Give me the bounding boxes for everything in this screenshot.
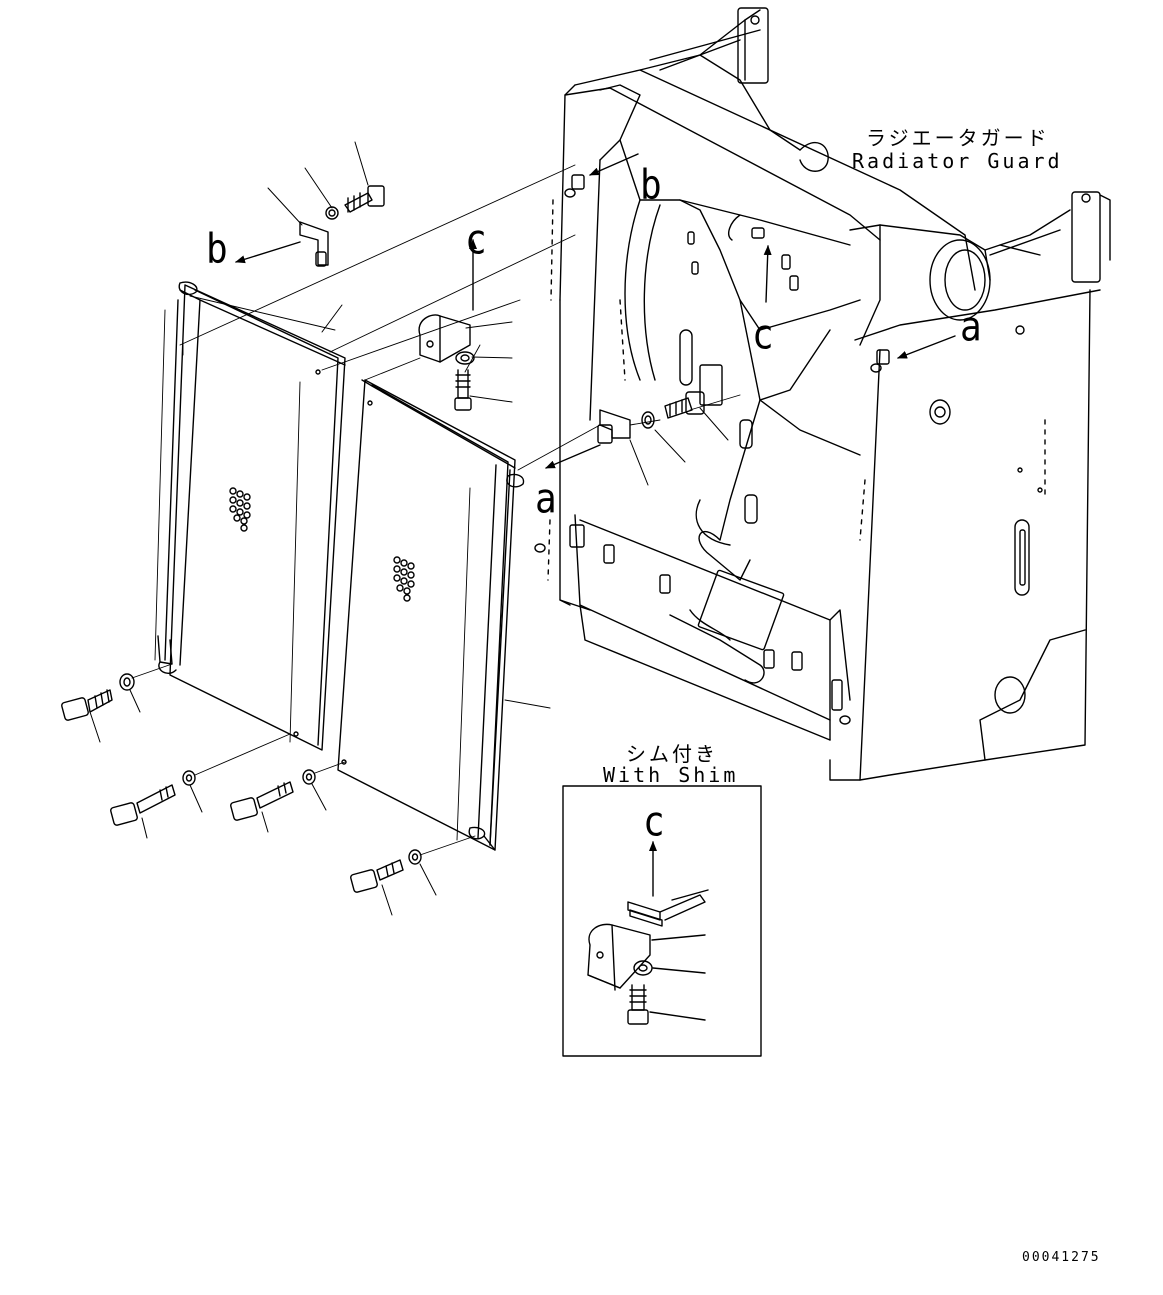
arrow-a-left [545, 445, 600, 468]
radiator-guard-frame [535, 8, 1110, 780]
grille-holes-left [230, 488, 250, 531]
view-marker-b-right: b [640, 161, 662, 209]
view-marker-b-left: b [206, 225, 228, 273]
radiator-guard-title-jp: ラジエータガード [866, 126, 1050, 150]
arrow-b-left [235, 242, 300, 264]
view-marker-a-right: a [960, 303, 982, 351]
view-arrows [235, 154, 955, 896]
bolt-lower-left-2 [110, 771, 195, 826]
radiator-guard-title-en: Radiator Guard [852, 149, 1063, 173]
arrow-c-right [763, 245, 772, 302]
bolt-lower-right [350, 850, 421, 893]
view-marker-a-left: a [535, 475, 557, 523]
center-bracket-c [419, 315, 474, 410]
view-marker-c-left: c [465, 216, 487, 264]
document-number: 00041275 [1022, 1250, 1101, 1265]
bracket-b [300, 186, 384, 266]
with-shim-title-en: With Shim [603, 763, 739, 787]
assembly-lines [132, 165, 740, 855]
bracket-a [598, 392, 704, 443]
leader-lines [90, 142, 728, 915]
with-shim-detail [563, 786, 761, 1056]
radiator-guard-panel-right [338, 380, 524, 850]
bolt-lower-left-1 [61, 674, 134, 721]
with-shim-title-jp: シム付き [626, 742, 718, 766]
arrow-b-right [589, 154, 638, 175]
view-marker-c-detail: c [643, 798, 665, 846]
view-marker-c-right: c [752, 311, 774, 359]
radiator-guard-panel-left [158, 282, 345, 750]
detail-box [563, 786, 761, 1056]
bolt-lower-mid [230, 770, 315, 821]
grille-holes-right [394, 557, 414, 601]
arrow-a-right [897, 336, 955, 358]
